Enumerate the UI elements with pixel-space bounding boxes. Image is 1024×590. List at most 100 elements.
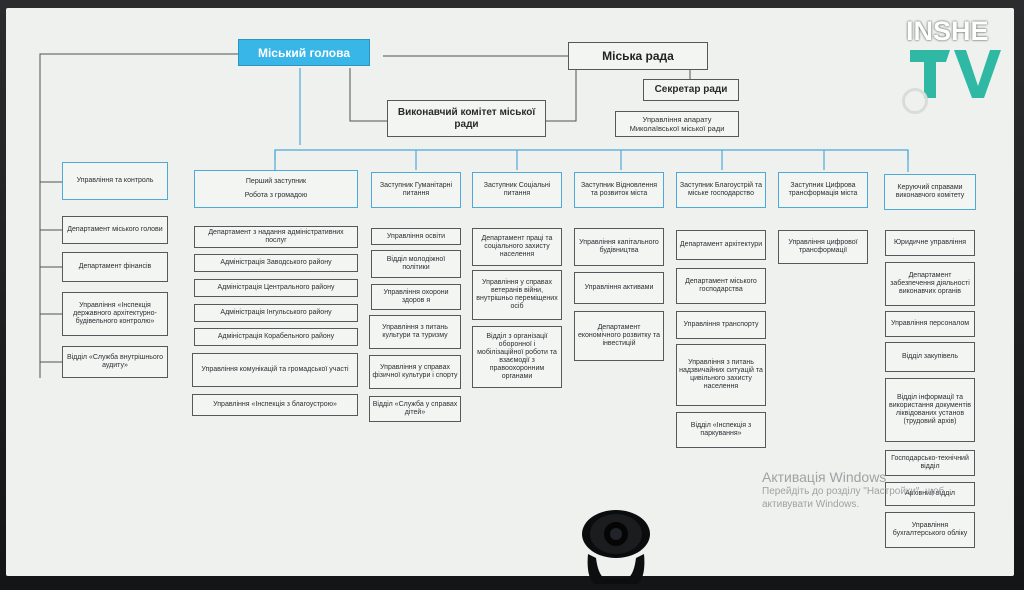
col0-head-label: Перший заступник <box>245 178 307 185</box>
col6-item-0: Юридичне управління <box>885 230 975 256</box>
city-council-label: Міська рада <box>602 49 674 63</box>
logo-text: INSHE <box>906 16 989 46</box>
col6-item-1: Департамент забезпечення діяльності вико… <box>885 262 975 306</box>
col0-item-label: Адміністрація Інгульського району <box>220 309 332 316</box>
col2-item-1: Управління у справах ветеранів війни, вн… <box>472 270 562 320</box>
col0-item-label: Управління комунікацій та громадської уч… <box>201 366 349 373</box>
col0-item-label: Адміністрація Центрального району <box>217 284 335 291</box>
windows-activation-watermark: Активація Windows Перейдіть до розділу "… <box>762 469 944 511</box>
col5-item-label: Управління цифрової трансформації <box>788 239 858 254</box>
col1-item-label: Управління освіти <box>386 232 446 240</box>
col2-head: Заступник Соціальні питання <box>472 172 562 208</box>
col1-head-label: Заступник Гуманітарні питання <box>379 182 453 197</box>
col3-item-label: Управління активами <box>584 284 654 291</box>
col1-item-label: Управління охорони здоров я <box>383 289 449 304</box>
watermark-title: Активація Windows <box>762 469 887 485</box>
col3-item-label: Управління капітального будівництва <box>579 239 659 254</box>
col4-item-1: Департамент міського господарства <box>676 268 766 304</box>
secretary-box: Секретар ради <box>643 79 739 101</box>
col6-item-2: Управління персоналом <box>885 311 975 337</box>
col6-item-6: Архівний відділ <box>885 482 975 506</box>
col6-item-7: Управління бухгалтерського обліку <box>885 512 975 548</box>
secretary-label: Секретар ради <box>654 84 728 95</box>
col1-item-5: Відділ «Служба у справах дітей» <box>369 396 461 422</box>
apparatus-label: Управління апарату Миколаївської міської… <box>629 115 725 133</box>
col2-item-label: Управління у справах ветеранів війни, вн… <box>476 279 558 310</box>
col6-head: Керуючий справами виконавчого комітету <box>884 174 976 210</box>
webcam-icon <box>582 510 650 584</box>
col0-item-3: Адміністрація Інгульського району <box>194 304 358 322</box>
col3-item-2: Департамент економічного розвитку та інв… <box>574 311 664 361</box>
col4-item-label: Відділ «Інспекція з паркування» <box>690 422 752 437</box>
col0-head-sub: Робота з громадою <box>244 192 308 199</box>
col4-item-label: Департамент архітектури <box>679 241 763 248</box>
left-label-4: Відділ «Служба внутрішнього аудиту» <box>66 354 164 369</box>
col1-item-label: Відділ молодіжної політики <box>386 256 446 271</box>
inshe-tv-logo: INSHE <box>906 16 1002 106</box>
col1-item-label: Управління у справах фізичної культури і… <box>372 364 458 379</box>
col1-item-0: Управління освіти <box>371 228 461 245</box>
col0-item-label: Адміністрація Заводського району <box>220 259 332 266</box>
col1-item-1: Відділ молодіжної політики <box>371 250 461 278</box>
left-box-1: Департамент міського голови <box>62 216 168 244</box>
col0-item-label: Адміністрація Корабельного району <box>217 333 335 340</box>
col3-head: Заступник Відновлення та розвиток міста <box>574 172 664 208</box>
col4-item-label: Управління транспорту <box>683 321 759 328</box>
col6-item-label: Управління бухгалтерського обліку <box>892 522 968 537</box>
col4-item-0: Департамент архітектури <box>676 230 766 260</box>
col4-item-3: Управління з питань надзвичайних ситуаці… <box>676 344 766 406</box>
col6-item-label: Управління персоналом <box>890 320 970 327</box>
col2-item-label: Відділ з організації оборонної і мобіліз… <box>477 333 557 380</box>
col4-item-label: Управління з питань надзвичайних ситуаці… <box>679 359 763 390</box>
col2-head-label: Заступник Соціальні питання <box>483 182 551 197</box>
left-box-0: Управління та контроль <box>62 162 168 200</box>
col1-item-3: Управління з питань культури та туризму <box>369 315 461 349</box>
col0-item-0: Департамент з надання адміністративних п… <box>194 226 358 248</box>
col6-item-label: Юридичне управління <box>893 239 967 246</box>
col0-item-6: Управління «Інспекція з благоустрою» <box>192 394 358 416</box>
col1-item-2: Управління охорони здоров я <box>371 284 461 310</box>
col6-item-label: Відділ закупівель <box>901 353 959 360</box>
mayor-label: Міський голова <box>257 45 351 60</box>
watermark-line-1: Перейдіть до розділу "Настройки", щоб <box>762 486 945 497</box>
circle-icon <box>902 88 928 114</box>
col3-head-label: Заступник Відновлення та розвиток міста <box>580 182 658 197</box>
left-box-3: Управління «Інспекція державного архітек… <box>62 292 168 336</box>
left-box-4: Відділ «Служба внутрішнього аудиту» <box>62 346 168 378</box>
col4-head-label: Заступник Благоустрій та міське господар… <box>679 182 763 197</box>
col1-item-label: Управління з питань культури та туризму <box>382 324 448 339</box>
col0-item-2: Адміністрація Центрального району <box>194 279 358 297</box>
executive-committee-label: Виконавчий комітет міської ради <box>397 106 536 130</box>
col0-item-5: Управління комунікацій та громадської уч… <box>192 353 358 387</box>
col1-item-4: Управління у справах фізичної культури і… <box>369 355 461 389</box>
col3-item-label: Департамент економічного розвитку та інв… <box>577 324 661 347</box>
col6-item-4: Відділ інформації та використання докуме… <box>885 378 975 442</box>
left-label-1: Департамент міського голови <box>67 226 163 233</box>
col5-item-0: Управління цифрової трансформації <box>778 230 868 264</box>
col6-item-label: Господарсько-технічний відділ <box>891 455 969 470</box>
col5-head: Заступник Цифрова трансформація міста <box>778 172 868 208</box>
col4-item-4: Відділ «Інспекція з паркування» <box>676 412 766 448</box>
col4-item-2: Управління транспорту <box>676 311 766 339</box>
col6-item-3: Відділ закупівель <box>885 342 975 372</box>
left-label-2: Департамент фінансів <box>78 263 152 270</box>
col6-item-label: Департамент забезпечення діяльності вико… <box>890 272 970 295</box>
left-label-0: Управління та контроль <box>76 177 154 184</box>
col3-item-0: Управління капітального будівництва <box>574 228 664 266</box>
col0-item-label: Департамент з надання адміністративних п… <box>208 229 344 244</box>
col1-head: Заступник Гуманітарні питання <box>371 172 461 208</box>
col2-item-0: Департамент праці та соціального захисту… <box>472 228 562 266</box>
col2-item-2: Відділ з організації оборонної і мобіліз… <box>472 326 562 388</box>
col6-head-label: Керуючий справами виконавчого комітету <box>895 184 965 199</box>
col2-item-label: Департамент праці та соціального захисту… <box>481 235 553 258</box>
col1-item-label: Відділ «Служба у справах дітей» <box>372 401 458 416</box>
city-council-box: Міська рада <box>568 42 708 70</box>
apparatus-box: Управління апарату Миколаївської міської… <box>615 111 739 137</box>
col0-item-1: Адміністрація Заводського району <box>194 254 358 272</box>
col6-item-5: Господарсько-технічний відділ <box>885 450 975 476</box>
col6-item-label: Відділ інформації та використання докуме… <box>888 394 972 425</box>
col5-head-label: Заступник Цифрова трансформація міста <box>788 182 858 197</box>
col0-item-label: Управління «Інспекція з благоустрою» <box>213 401 337 408</box>
col0-item-4: Адміністрація Корабельного району <box>194 328 358 346</box>
